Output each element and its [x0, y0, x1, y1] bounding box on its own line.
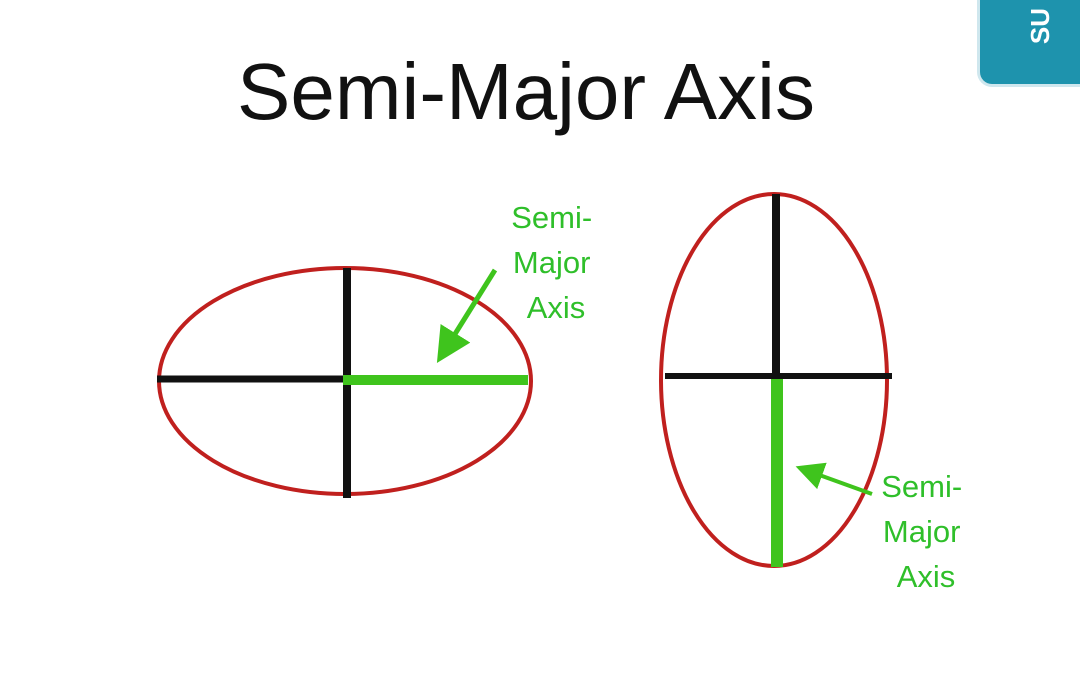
page-title: Semi-Major Axis — [237, 47, 815, 136]
label-line: Axis — [527, 290, 586, 325]
label-line: Axis — [897, 559, 956, 594]
semi-major-label: Semi- Major Axis — [881, 469, 971, 594]
semi-major-pointer-arrow — [795, 462, 873, 496]
label-line: Major — [513, 245, 591, 280]
semi-major-pointer-arrow — [436, 268, 498, 363]
semi-major-label: Semi- Major Axis — [511, 200, 601, 325]
label-line: Semi- — [881, 469, 962, 504]
vertical-ellipse-figure: Semi- Major Axis — [659, 192, 971, 594]
side-tab[interactable] — [980, 0, 1080, 84]
label-line: Major — [883, 514, 961, 549]
horizontal-ellipse-figure: Semi- Major Axis — [157, 200, 601, 498]
label-line: Semi- — [511, 200, 592, 235]
